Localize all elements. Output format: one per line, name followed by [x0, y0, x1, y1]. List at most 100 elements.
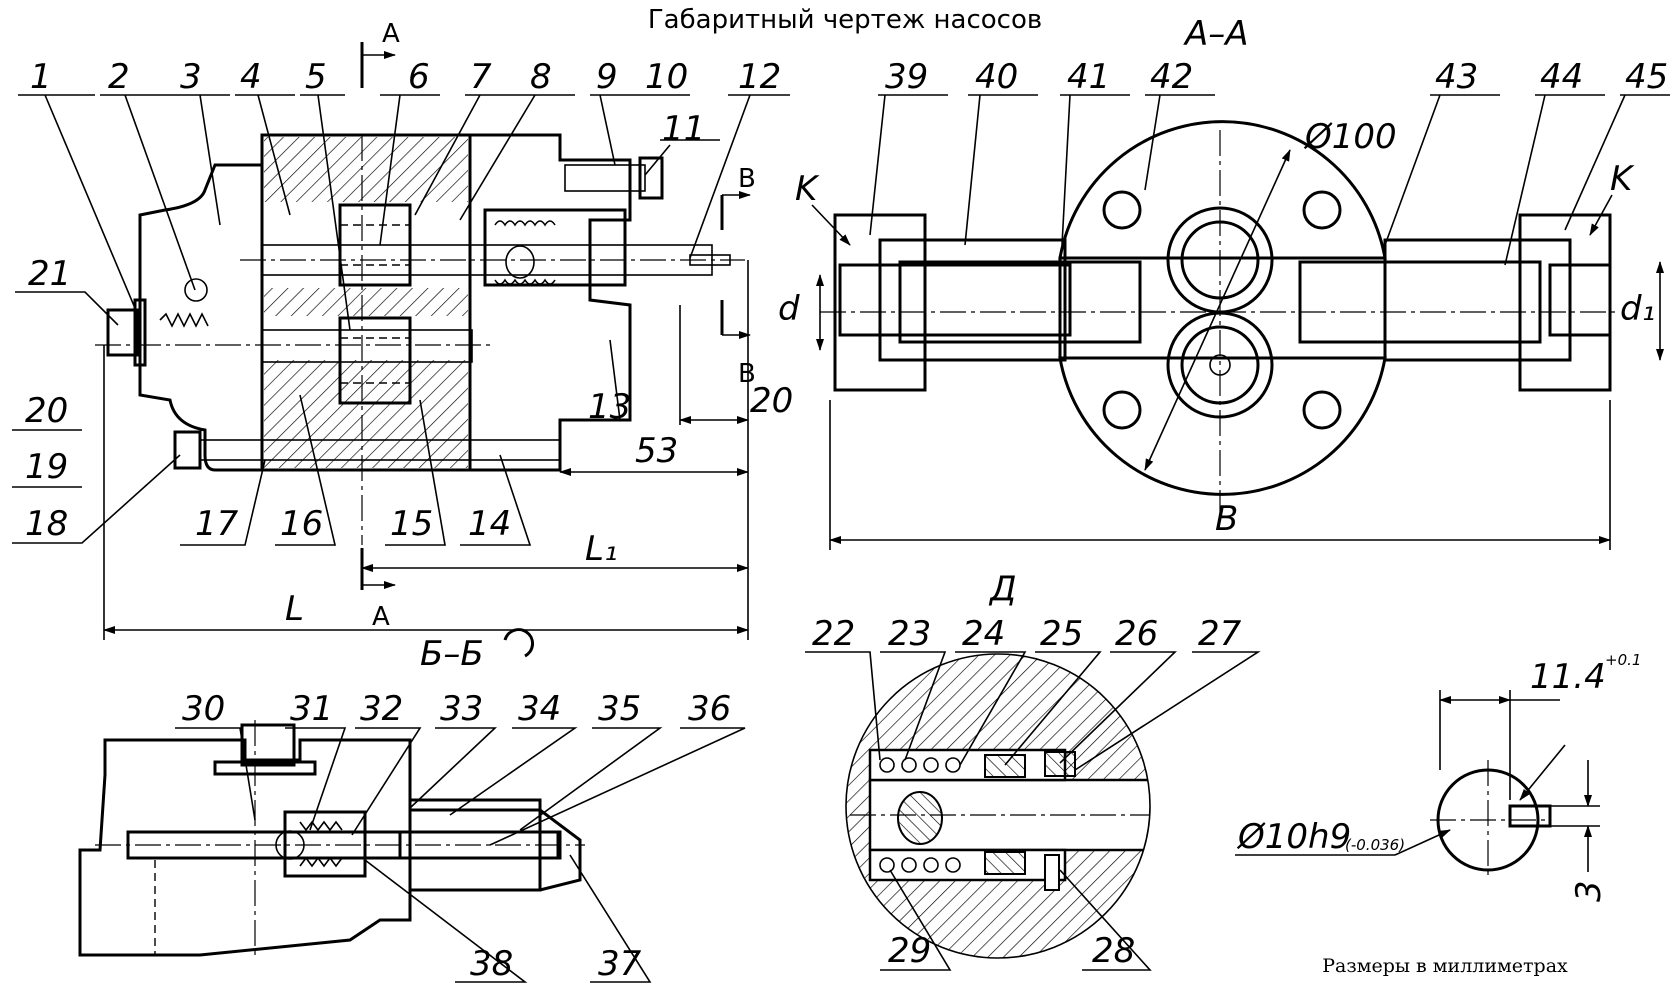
main-view: A A B B L L₁ 53 20 1 2 3 4 5 6	[12, 19, 793, 640]
callout-17: 17	[195, 504, 239, 544]
callout-15: 15	[390, 504, 433, 544]
body-hatch-top	[264, 137, 468, 202]
detail-d-view: Д 22 23 24 25 26 27 29 28	[805, 569, 1261, 971]
callout-20: 20	[25, 391, 68, 431]
k-right: K	[1610, 159, 1635, 199]
callout-39: 39	[885, 57, 928, 97]
callout-34: 34	[518, 689, 561, 729]
callout-21: 21	[28, 254, 71, 294]
top-bolt-head	[638, 156, 664, 200]
callout-37: 37	[598, 944, 642, 984]
drawing-title: Габаритный чертеж насосов	[648, 5, 1042, 35]
tie-rod-nut	[173, 430, 202, 470]
callout-41: 41	[1067, 57, 1110, 97]
detail-spring-top	[879, 757, 961, 773]
pump-cover	[138, 163, 264, 472]
bb-spring-chamber	[283, 810, 367, 878]
callout-12: 12	[738, 57, 781, 97]
aa-top-callouts: 39 40 41 42 43 44 45	[869, 57, 1670, 266]
callout-23: 23	[888, 614, 931, 654]
main-left-callouts: 21 20 19 18	[12, 254, 181, 544]
section-b-top: B	[738, 164, 756, 194]
left-pipe	[878, 238, 1067, 362]
main-top-callouts: 1 2 3 4 5 6 7 8 9 10 12 11 13	[18, 57, 790, 427]
seal-spring-top	[494, 220, 556, 227]
bb-bolt-washer	[213, 760, 317, 776]
callout-14: 14	[468, 504, 511, 544]
section-aa-view: A–A Ø100 K K d d₁	[778, 14, 1670, 550]
section-a-bottom: A	[372, 602, 390, 632]
callout-38: 38	[470, 944, 513, 984]
right-bore	[1548, 263, 1612, 337]
right-pipe	[1383, 238, 1572, 362]
keyway-detail: 11.4 +0.1 3 Ø10h9 (-0.036)	[1235, 651, 1641, 902]
callout-31: 31	[290, 689, 333, 729]
section-b-bottom: B	[738, 359, 756, 389]
callout-4: 4	[240, 57, 262, 97]
callout-36: 36	[688, 689, 731, 729]
shaft-diameter: Ø10h9	[1236, 817, 1351, 857]
section-a-top: A	[382, 19, 400, 49]
callout-27: 27	[1198, 614, 1242, 654]
bb-callouts: 30 31 32 33 34 35 36 38 37	[175, 689, 746, 984]
callout-3: 3	[180, 57, 202, 97]
keyway-slot	[1508, 804, 1552, 828]
k-left: K	[795, 169, 820, 209]
shaft-diameter-tol: (-0.036)	[1345, 836, 1405, 854]
bolt-hole-2	[1302, 190, 1342, 230]
dim-20-label: 20	[750, 381, 793, 421]
callout-2: 2	[108, 57, 130, 97]
seal-spring-bottom	[494, 278, 556, 285]
bolt-hole-1	[1102, 190, 1142, 230]
callout-40: 40	[975, 57, 1018, 97]
left-bore	[898, 260, 1142, 344]
callout-45: 45	[1625, 57, 1668, 97]
dim-l1-label: L₁	[585, 529, 618, 569]
detail-spring-bottom	[879, 857, 961, 873]
callout-33: 33	[440, 689, 483, 729]
flange-bottom	[1058, 356, 1387, 496]
driven-shaft	[261, 329, 473, 363]
section-bb-label: Б–Б	[420, 634, 484, 674]
callout-18: 18	[25, 504, 68, 544]
driven-gear	[338, 316, 412, 405]
callout-30: 30	[182, 689, 225, 729]
dim-53-label: 53	[635, 431, 678, 471]
detail-seal-ring	[984, 754, 1026, 778]
callout-26: 26	[1115, 614, 1158, 654]
callout-10: 10	[645, 57, 688, 97]
diameter-100: Ø100	[1303, 117, 1397, 157]
detail-callouts: 22 23 24 25 26 27 29 28	[805, 614, 1261, 971]
detail-pin	[897, 791, 943, 845]
callout-7: 7	[470, 57, 492, 97]
bb-body	[78, 738, 582, 957]
keyway-width: 11.4	[1530, 657, 1606, 697]
callout-8: 8	[530, 57, 552, 97]
callout-5: 5	[305, 57, 327, 97]
valve-ball	[184, 278, 208, 302]
rotation-arrow	[503, 628, 535, 658]
callout-9: 9	[596, 57, 618, 97]
main-bottom-callouts: 17 16 15 14	[180, 394, 532, 546]
callout-13: 13	[588, 387, 631, 427]
callout-24: 24	[962, 614, 1005, 654]
section-aa-label: A–A	[1183, 14, 1249, 54]
body-hatch-mid	[264, 288, 468, 316]
callout-42: 42	[1150, 57, 1193, 97]
callout-6: 6	[408, 57, 430, 97]
callout-29: 29	[888, 931, 931, 971]
callout-11: 11	[662, 109, 705, 149]
keyway-depth: 3	[1569, 880, 1609, 902]
callout-16: 16	[280, 504, 323, 544]
units-note: Размеры в миллиметрах	[1322, 955, 1568, 977]
section-bb-view: Б–Б 30 31 32 33 34 35 36 38 37	[78, 628, 746, 984]
callout-28: 28	[1092, 931, 1135, 971]
callout-32: 32	[360, 689, 403, 729]
callout-44: 44	[1540, 57, 1583, 97]
bb-spring	[299, 820, 343, 868]
bolt-hole-3	[1102, 390, 1142, 430]
callout-43: 43	[1435, 57, 1478, 97]
seal-housing	[483, 208, 627, 287]
dim-l-label: L	[285, 589, 304, 629]
